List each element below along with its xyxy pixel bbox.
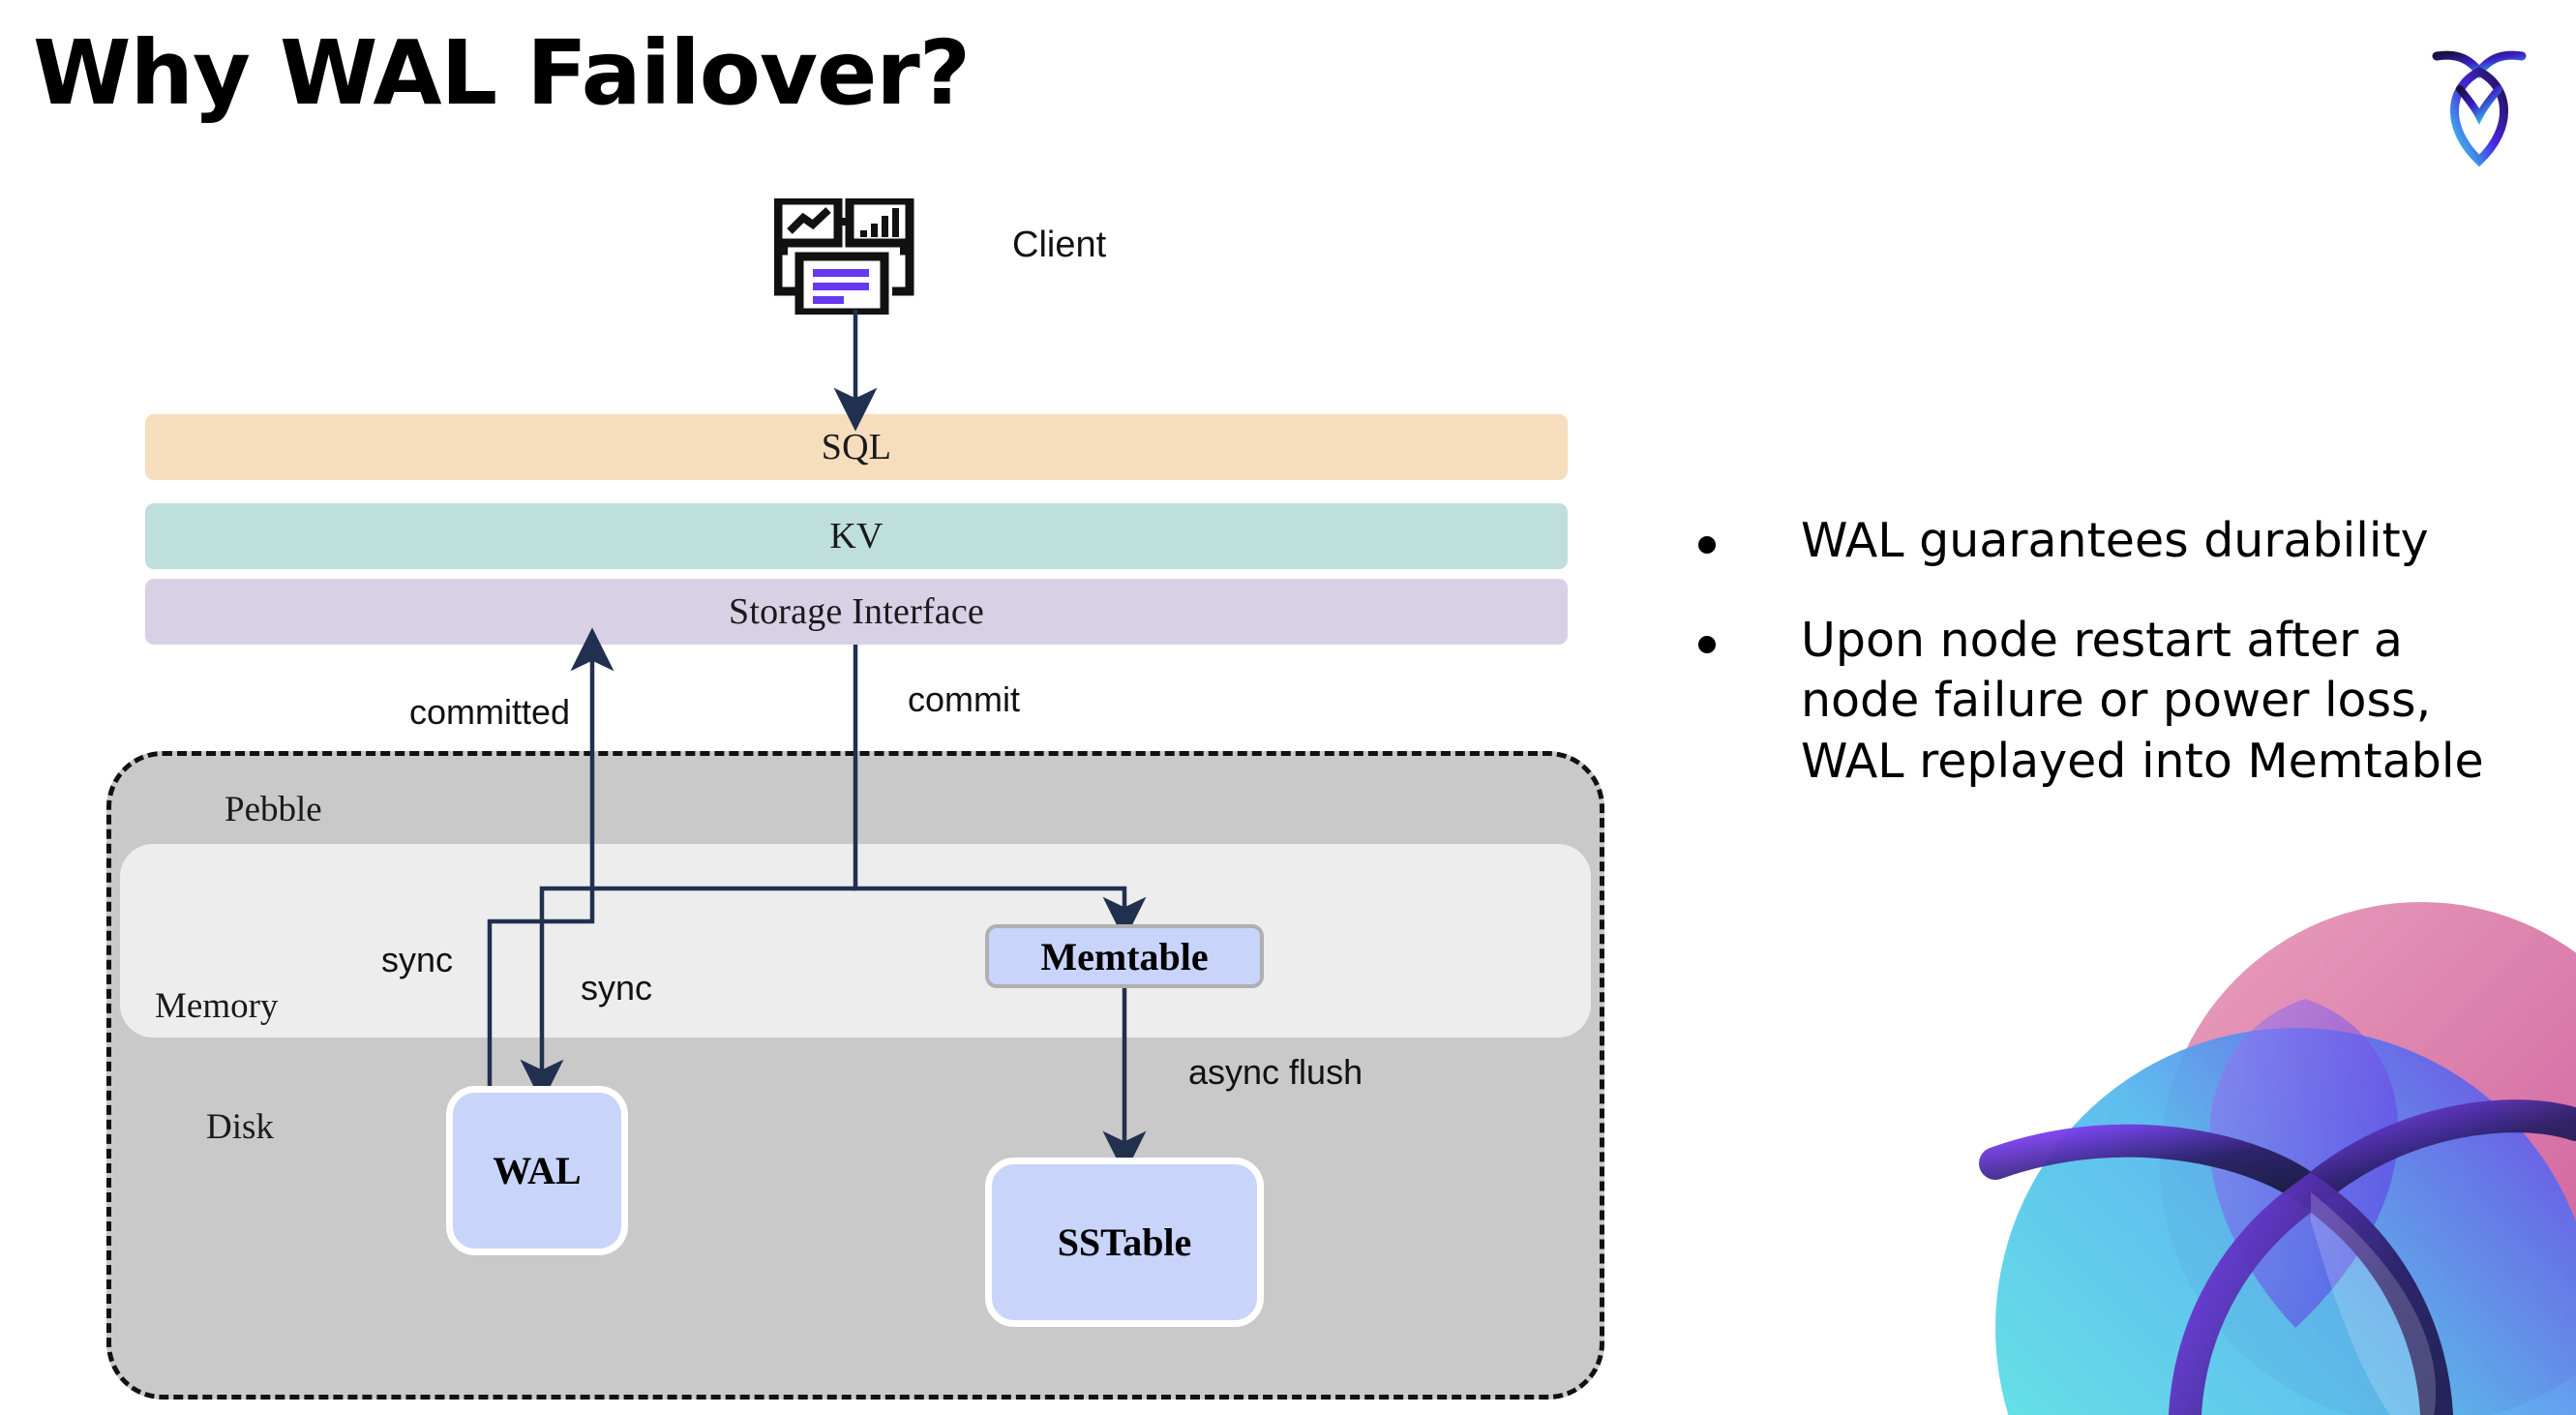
edge-label-committed: committed bbox=[409, 692, 571, 732]
edge-label-async-flush: async flush bbox=[1188, 1052, 1363, 1092]
list-item: WAL guarantees durability bbox=[1698, 511, 2511, 572]
page-title: Why WAL Failover? bbox=[33, 21, 971, 125]
cockroachdb-circles-decoration bbox=[1979, 902, 2576, 1415]
layer-bar-kv: KV bbox=[145, 503, 1568, 569]
bullet-text: Upon node restart after a node failure o… bbox=[1801, 612, 2484, 790]
bullet-dot-icon bbox=[1698, 536, 1716, 554]
diagram-connectors bbox=[487, 310, 1147, 1254]
memtable-label: Memtable bbox=[1040, 934, 1209, 978]
sstable-label: SSTable bbox=[1057, 1220, 1192, 1264]
client-label: Client bbox=[1012, 225, 1107, 265]
pebble-label: Pebble bbox=[225, 790, 322, 829]
list-item: Upon node restart after a node failure o… bbox=[1698, 611, 2511, 793]
layer-label-kv: KV bbox=[829, 516, 884, 557]
memory-label: Memory bbox=[155, 986, 279, 1026]
layer-bar-storage-interface: Storage Interface bbox=[145, 579, 1568, 645]
bullet-list: WAL guarantees durability Upon node rest… bbox=[1698, 511, 2511, 831]
edge-label-commit: commit bbox=[908, 679, 1020, 719]
cockroach-logo-icon bbox=[2432, 50, 2527, 167]
layer-label-storage-interface: Storage Interface bbox=[729, 591, 984, 632]
layer-bar-sql: SQL bbox=[145, 414, 1568, 480]
bullet-dot-icon bbox=[1698, 635, 1716, 653]
architecture-diagram: Client SQL KV Storage Interface Pebble M… bbox=[106, 198, 1604, 1400]
wal-label: WAL bbox=[493, 1149, 582, 1192]
memtable-box: Memtable bbox=[985, 924, 1264, 988]
client-dashboard-icon bbox=[774, 198, 914, 315]
edge-label-sync-right: sync bbox=[581, 968, 653, 1008]
bullet-text: WAL guarantees durability bbox=[1801, 513, 2429, 568]
disk-label: Disk bbox=[206, 1107, 274, 1147]
edge-label-sync-left: sync bbox=[381, 940, 454, 979]
sstable-box: SSTable bbox=[985, 1158, 1264, 1327]
wal-box: WAL bbox=[446, 1086, 628, 1255]
layer-label-sql: SQL bbox=[821, 427, 892, 467]
